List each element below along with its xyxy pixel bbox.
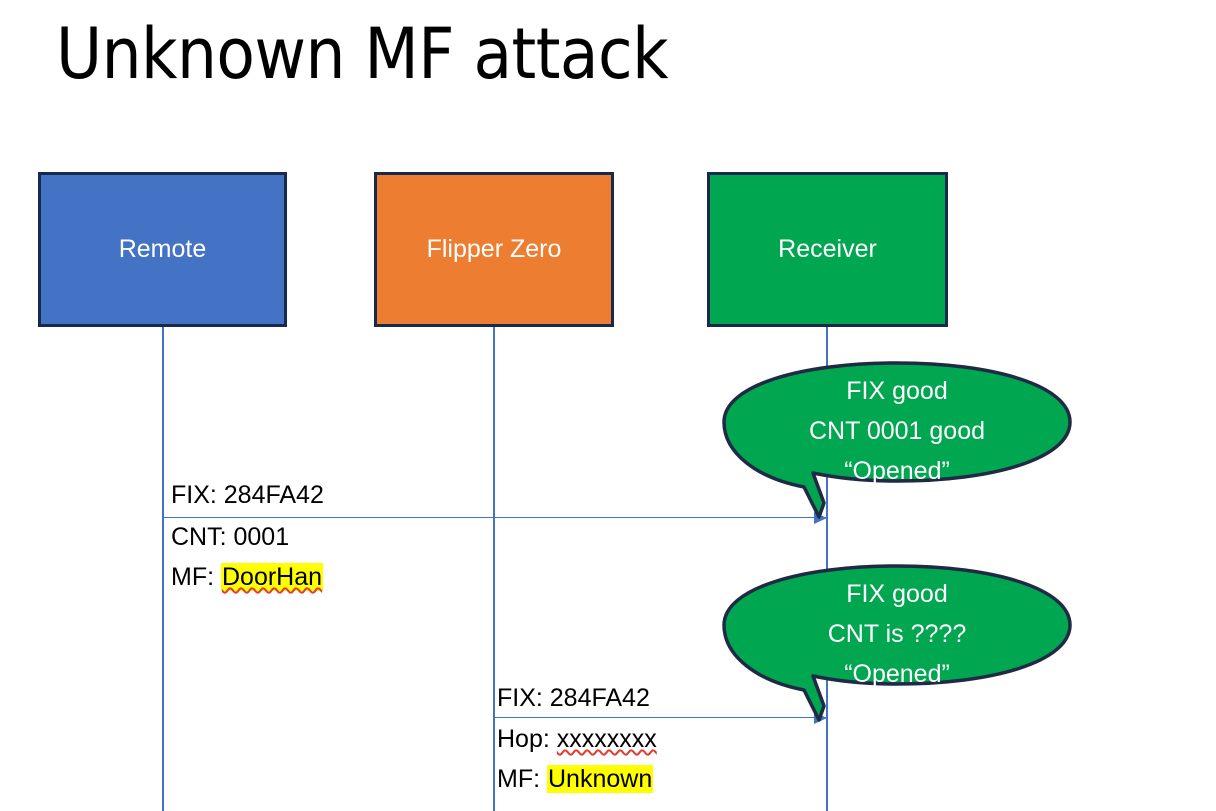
message-1-cnt-text: CNT: 0001: [171, 523, 290, 551]
message-1-mf-label: MF:: [171, 563, 221, 591]
speech-bubble-shape-icon: [722, 361, 1072, 519]
message-2-line-1: FIX: 284FA42: [497, 678, 650, 718]
page-title: Unknown MF attack: [56, 13, 669, 95]
message-2-fix-text: FIX: 284FA42: [497, 684, 650, 712]
message-2-mf-label: MF:: [497, 765, 547, 793]
message-1-fix-text: FIX: 284FA42: [171, 481, 324, 509]
message-1-cnt-line: CNT: 0001: [171, 517, 323, 557]
message-1-mf-line: MF: DoorHan: [171, 557, 324, 597]
actor-label-flipper: Flipper Zero: [426, 234, 562, 263]
speech-bubble-receiver-2: FIX good CNT is ???? “Opened”: [722, 564, 1072, 722]
lifeline-remote: [162, 326, 164, 811]
speech-bubble-shape-icon: [722, 564, 1072, 722]
actor-label-remote: Remote: [118, 234, 207, 263]
lifeline-flipper: [493, 326, 495, 811]
message-2-details: Hop: xxxxxxxx MF: Unknown: [497, 719, 657, 799]
message-2-hop-value: xxxxxxxx: [556, 725, 657, 753]
speech-bubble-receiver-1: FIX good CNT 0001 good “Opened”: [722, 361, 1072, 519]
message-1-details: CNT: 0001 MF: DoorHan: [171, 517, 324, 597]
message-2-hop-label: Hop:: [497, 725, 557, 753]
actor-box-flipper[interactable]: Flipper Zero: [374, 172, 614, 327]
actor-label-receiver: Receiver: [778, 234, 877, 263]
message-2-hop-line: Hop: xxxxxxxx: [497, 719, 657, 759]
message-2-mf-line: MF: Unknown: [497, 759, 657, 799]
actor-box-receiver[interactable]: Receiver: [707, 172, 948, 327]
message-2-mf-value: Unknown: [547, 765, 654, 793]
message-1-mf-value: DoorHan: [221, 563, 324, 591]
actor-box-remote[interactable]: Remote: [38, 172, 287, 327]
message-1-line-1: FIX: 284FA42: [171, 475, 324, 515]
